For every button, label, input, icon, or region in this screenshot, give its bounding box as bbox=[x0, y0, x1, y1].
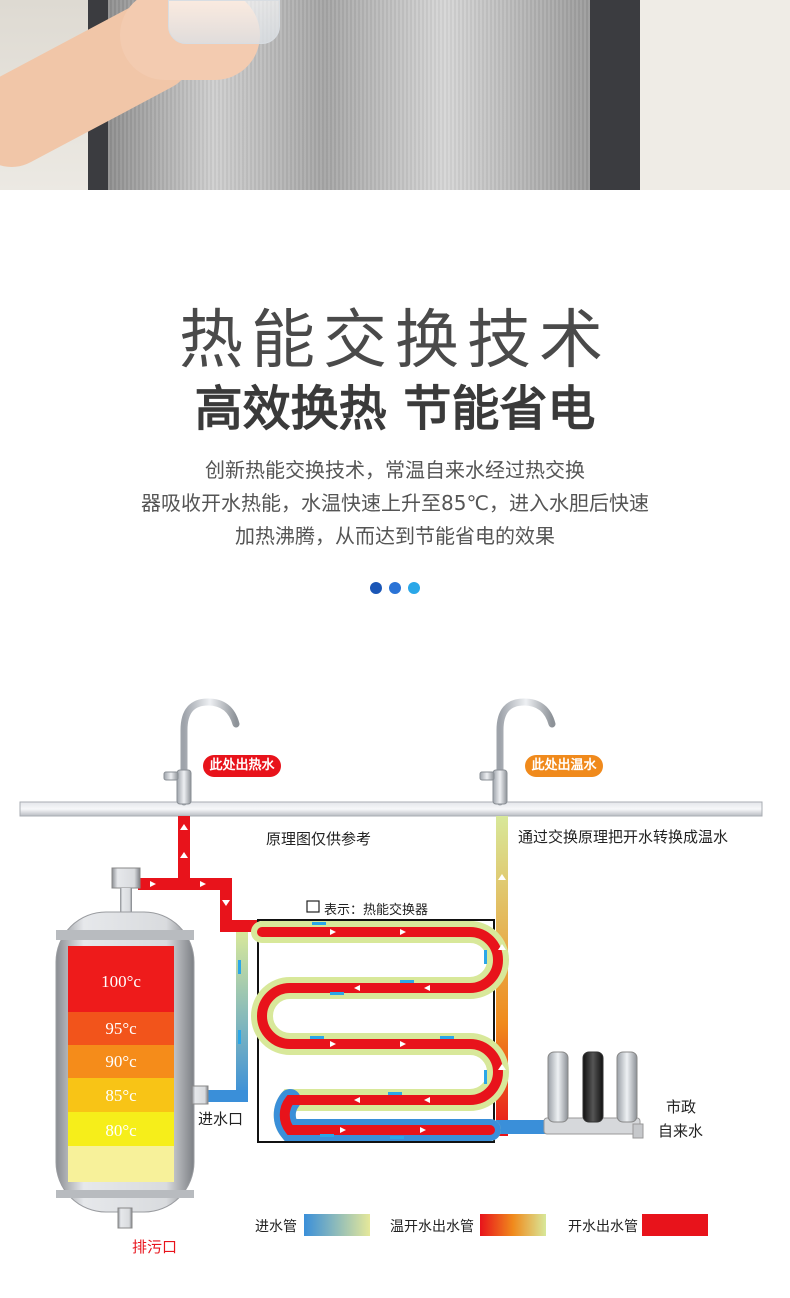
tap-water-label-1: 市政 bbox=[666, 1098, 697, 1116]
temp-90: 90°c bbox=[105, 1052, 137, 1071]
hero-right-wall bbox=[640, 0, 790, 190]
legend-label-inlet: 进水管 bbox=[255, 1219, 297, 1235]
exchanger-coil-inner bbox=[257, 927, 503, 1135]
temp-100: 100°c bbox=[101, 972, 141, 991]
warm-faucet bbox=[479, 698, 556, 806]
description-line: 器吸收开水热能，水温快速上升至85℃，进入水胆后快速 bbox=[141, 491, 649, 515]
legend-label-warm: 温开水出水管 bbox=[390, 1219, 474, 1235]
dot-2 bbox=[389, 582, 402, 594]
exchanger-legend-box bbox=[306, 900, 320, 913]
description-line: 创新热能交换技术，常温自来水经过热交换 bbox=[205, 458, 585, 482]
reference-note: 原理图仅供参考 bbox=[266, 830, 372, 848]
page-subtitle: 高效换热 节能省电 bbox=[194, 381, 596, 437]
water-filters bbox=[543, 1051, 644, 1139]
inlet-label: 进水口 bbox=[198, 1110, 244, 1128]
temp-85: 85°c bbox=[105, 1086, 137, 1105]
tap-water-pipe bbox=[496, 1120, 550, 1134]
pagination-dots bbox=[370, 579, 422, 598]
tap-water-label-2: 自来水 bbox=[658, 1122, 704, 1140]
hot-faucet bbox=[163, 698, 240, 806]
hot-outlet-label: 此处出热水 bbox=[203, 755, 281, 777]
legend-swatch-warm bbox=[480, 1214, 546, 1236]
flow-arrows bbox=[150, 824, 506, 1139]
legend-swatch-hot bbox=[642, 1214, 708, 1236]
description-line: 加热沸腾，从而达到节能省电的效果 bbox=[235, 524, 555, 548]
dot-1 bbox=[370, 582, 382, 594]
legend-label-hot: 开水出水管 bbox=[568, 1219, 638, 1235]
tank-temperature-labels: 100°c 95°c 90°c 85°c 80°c bbox=[101, 972, 141, 1140]
tank-temperature-bands bbox=[68, 946, 174, 1182]
glass-image bbox=[168, 0, 280, 44]
dot-3 bbox=[408, 582, 421, 594]
page-title: 热能交换技术 bbox=[179, 304, 611, 378]
hero-photo bbox=[0, 0, 790, 190]
description: 创新热能交换技术，常温自来水经过热交换 器吸收开水热能，水温快速上升至85℃，进… bbox=[0, 454, 790, 553]
counter-pipe bbox=[19, 801, 763, 817]
legend-swatch-inlet bbox=[304, 1214, 370, 1236]
temp-95: 95°c bbox=[105, 1019, 137, 1038]
temp-80: 80°c bbox=[105, 1121, 137, 1140]
exchanger-legend-text: 表示：热能交换器 bbox=[324, 903, 429, 918]
inlet-pipe bbox=[205, 932, 248, 1102]
drain-label: 排污口 bbox=[132, 1238, 178, 1256]
heat-exchange-diagram: 100°c 95°c 90°c 85°c 80°c bbox=[19, 698, 763, 1236]
hot-water-pipe bbox=[138, 816, 260, 932]
warm-outlet-label: 此处出温水 bbox=[525, 755, 603, 777]
conversion-note: 通过交换原理把开水转换成温水 bbox=[518, 828, 729, 846]
